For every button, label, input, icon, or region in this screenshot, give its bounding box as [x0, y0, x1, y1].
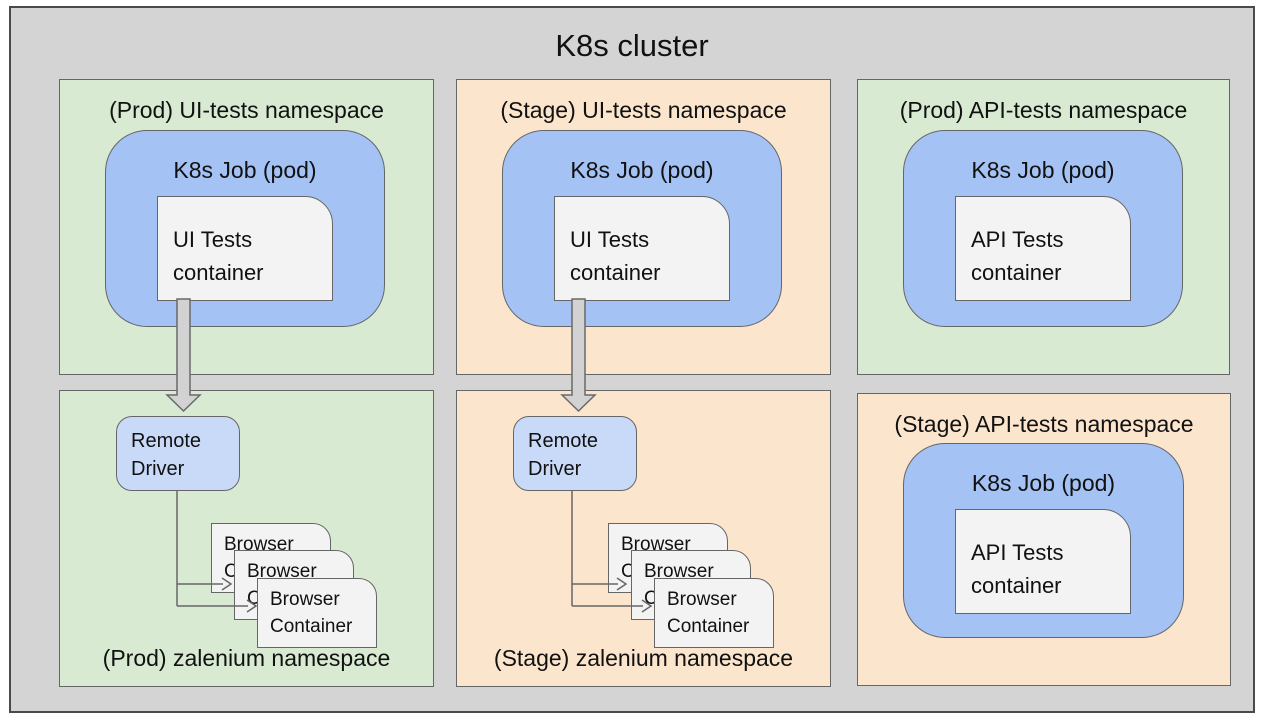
namespace-title: (Prod) UI-tests namespace: [109, 97, 384, 123]
namespace-prod-api-tests: (Prod) API-tests namespace K8s Job (pod)…: [857, 79, 1230, 375]
namespace-title: (Stage) API-tests namespace: [894, 411, 1194, 437]
k8s-job-label: K8s Job (pod): [971, 470, 1116, 496]
k8s-job-pod: K8s Job (pod) API Tests container: [903, 443, 1184, 638]
k8s-job-label: K8s Job (pod): [173, 157, 317, 183]
namespace-title: (Prod) zalenium namespace: [102, 645, 391, 672]
k8s-cluster-box: K8s cluster (Prod) UI-tests namespace K8…: [9, 6, 1255, 713]
remote-driver-box: Remote Driver: [116, 416, 240, 491]
remote-driver-box: Remote Driver: [513, 416, 637, 491]
api-tests-container: API Tests container: [955, 196, 1131, 301]
api-tests-container: API Tests container: [955, 509, 1131, 614]
namespace-prod-ui-tests: (Prod) UI-tests namespace K8s Job (pod) …: [59, 79, 434, 375]
k8s-job-label: K8s Job (pod): [570, 157, 714, 183]
k8s-job-pod: K8s Job (pod) UI Tests container: [502, 130, 782, 327]
namespace-stage-ui-tests: (Stage) UI-tests namespace K8s Job (pod)…: [456, 79, 831, 375]
namespace-title: (Stage) UI-tests namespace: [500, 97, 787, 123]
namespace-stage-api-tests: (Stage) API-tests namespace K8s Job (pod…: [857, 393, 1231, 686]
browser-container-card: Browser Container: [257, 578, 377, 648]
browser-container-card: Browser Container: [654, 578, 774, 648]
namespace-title: (Prod) API-tests namespace: [899, 97, 1188, 123]
ui-tests-container: UI Tests container: [157, 196, 333, 301]
k8s-job-pod: K8s Job (pod) API Tests container: [903, 130, 1183, 327]
namespace-title: (Stage) zalenium namespace: [493, 645, 794, 672]
ui-tests-container: UI Tests container: [554, 196, 730, 301]
namespace-prod-zalenium: Browser Container Browser Container Brow…: [59, 390, 434, 687]
k8s-job-pod: K8s Job (pod) UI Tests container: [105, 130, 385, 327]
namespace-stage-zalenium: Browser Container Browser Container Brow…: [456, 390, 831, 687]
cluster-title: K8s cluster: [555, 28, 709, 63]
k8s-job-label: K8s Job (pod): [971, 157, 1115, 183]
